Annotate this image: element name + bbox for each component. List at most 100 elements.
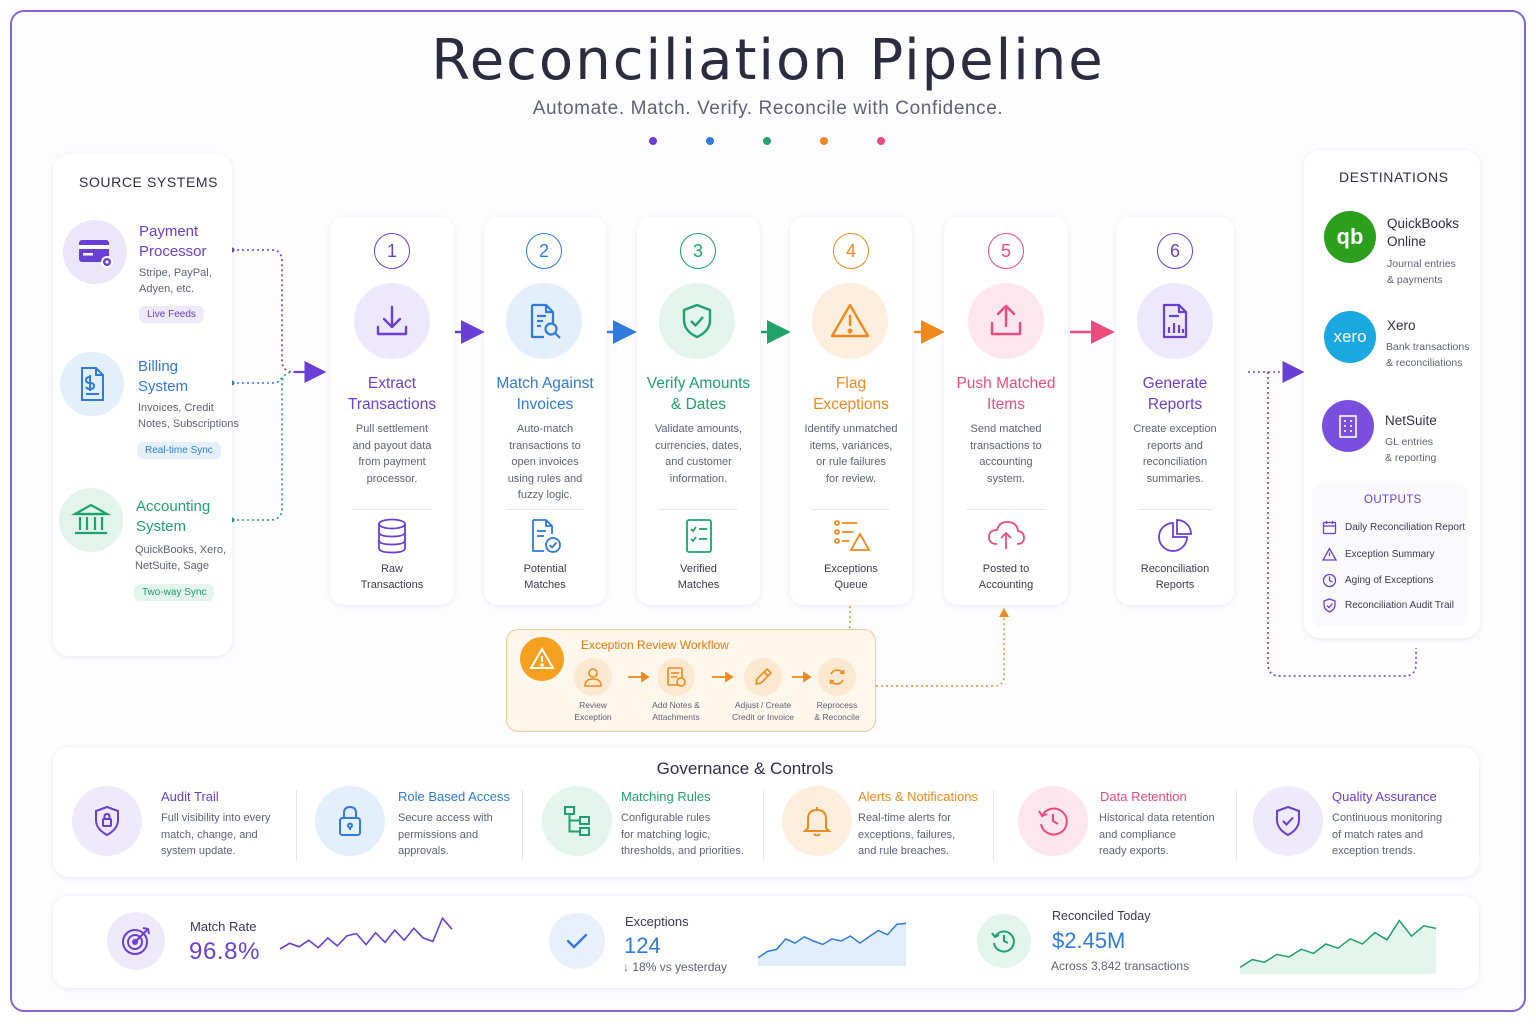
- output-item[interactable]: Exception Summary: [1322, 547, 1434, 562]
- divider: [296, 790, 297, 860]
- warning-triangle-icon: [812, 283, 888, 359]
- metric-value: 124: [624, 933, 661, 958]
- accent-dot: [649, 137, 657, 145]
- hierarchy-icon: [542, 786, 612, 856]
- workflow-title: Exception Review Workflow: [581, 638, 729, 652]
- person-icon[interactable]: [574, 658, 612, 696]
- metric-value: 96.8%: [189, 938, 261, 965]
- lock-icon: [315, 786, 385, 856]
- list-warning-icon: [790, 517, 912, 555]
- pencil-icon[interactable]: [744, 658, 782, 696]
- metric-subtext: ↓ 18% vs yesterday: [623, 960, 728, 974]
- source-description: QuickBooks, Xero,NetSuite, Sage: [135, 544, 227, 572]
- governance-title: Audit Trail: [161, 789, 219, 804]
- divider: [522, 790, 523, 860]
- exception-workflow-panel: [506, 629, 876, 732]
- output-label: Aging of Exceptions: [1345, 575, 1434, 586]
- cloud-upload-icon: [944, 517, 1068, 553]
- bank-building-icon: [59, 488, 123, 552]
- source-chip: Live Feeds: [139, 306, 204, 323]
- output-item[interactable]: Daily Reconciliation Report: [1322, 520, 1465, 535]
- divider: [812, 509, 890, 510]
- match-rate-sparkline: [279, 916, 453, 950]
- outputs-heading: OUTPUTS: [1364, 494, 1422, 506]
- step-number: 6: [1157, 233, 1193, 269]
- metric-subtext: Across 3,842 transactions: [1051, 959, 1190, 973]
- database-icon: [330, 517, 454, 555]
- notes-icon[interactable]: [657, 658, 695, 696]
- history-clock-icon: [1018, 786, 1088, 856]
- source-chip: Two-way Sync: [134, 584, 215, 601]
- step-description: Validate amounts,currencies, dates,and c…: [654, 423, 743, 485]
- divider: [352, 509, 432, 510]
- xero-logo: xero: [1324, 311, 1376, 363]
- source-description: Stripe, PayPal,Adyen, etc.: [139, 267, 212, 295]
- outputs-box: [1312, 483, 1468, 627]
- report-chart-icon: [1137, 283, 1213, 359]
- pipeline-step-verify[interactable]: 3 Verify Amounts& Dates Validate amounts…: [637, 217, 760, 605]
- workflow-step-label: Reprocess& Reconcile: [814, 700, 860, 722]
- workflow-step-label: Add Notes &Attachments: [652, 700, 700, 722]
- metric-value: $2.45M: [1052, 928, 1126, 953]
- clock-icon: [1322, 573, 1337, 588]
- shield-check-icon: [659, 283, 735, 359]
- output-item[interactable]: Aging of Exceptions: [1322, 573, 1433, 588]
- calendar-icon: [1322, 521, 1337, 535]
- page-title: Reconciliation Pipeline: [431, 28, 1105, 93]
- workflow-arrows: [628, 671, 812, 683]
- output-label: Exception Summary: [1345, 549, 1435, 560]
- shield-check-icon: [1253, 786, 1323, 856]
- bell-icon: [782, 786, 852, 856]
- governance-heading: Governance & Controls: [656, 759, 834, 778]
- accent-dot: [706, 137, 714, 145]
- accent-dot: [820, 137, 828, 145]
- page-subtitle: Automate. Match. Verify. Reconcile with …: [532, 98, 1004, 119]
- divider: [763, 790, 764, 860]
- destination-description: Bank transactions& reconciliations: [1386, 341, 1470, 369]
- document-search-icon: [506, 283, 582, 359]
- metric-label: Exceptions: [625, 914, 689, 929]
- destination-description: GL entries& reporting: [1385, 436, 1437, 464]
- upload-icon: [968, 283, 1044, 359]
- divider: [1236, 790, 1237, 860]
- destination-description: Journal entries& payments: [1387, 258, 1456, 286]
- divider: [993, 790, 994, 860]
- step-number: 3: [680, 233, 716, 269]
- credit-card-gear-icon: [63, 220, 127, 284]
- check-icon: [549, 913, 605, 969]
- source-systems-heading: SOURCE SYSTEMS: [79, 174, 219, 190]
- refresh-icon[interactable]: [818, 658, 856, 696]
- governance-title: Alerts & Notifications: [858, 789, 978, 804]
- metric-label: Match Rate: [190, 919, 257, 934]
- governance-panel: [53, 747, 1479, 877]
- checklist-icon: [637, 517, 760, 555]
- divider: [659, 509, 738, 510]
- output-item[interactable]: Reconciliation Audit Trail: [1322, 598, 1454, 613]
- governance-title: Matching Rules: [621, 789, 711, 804]
